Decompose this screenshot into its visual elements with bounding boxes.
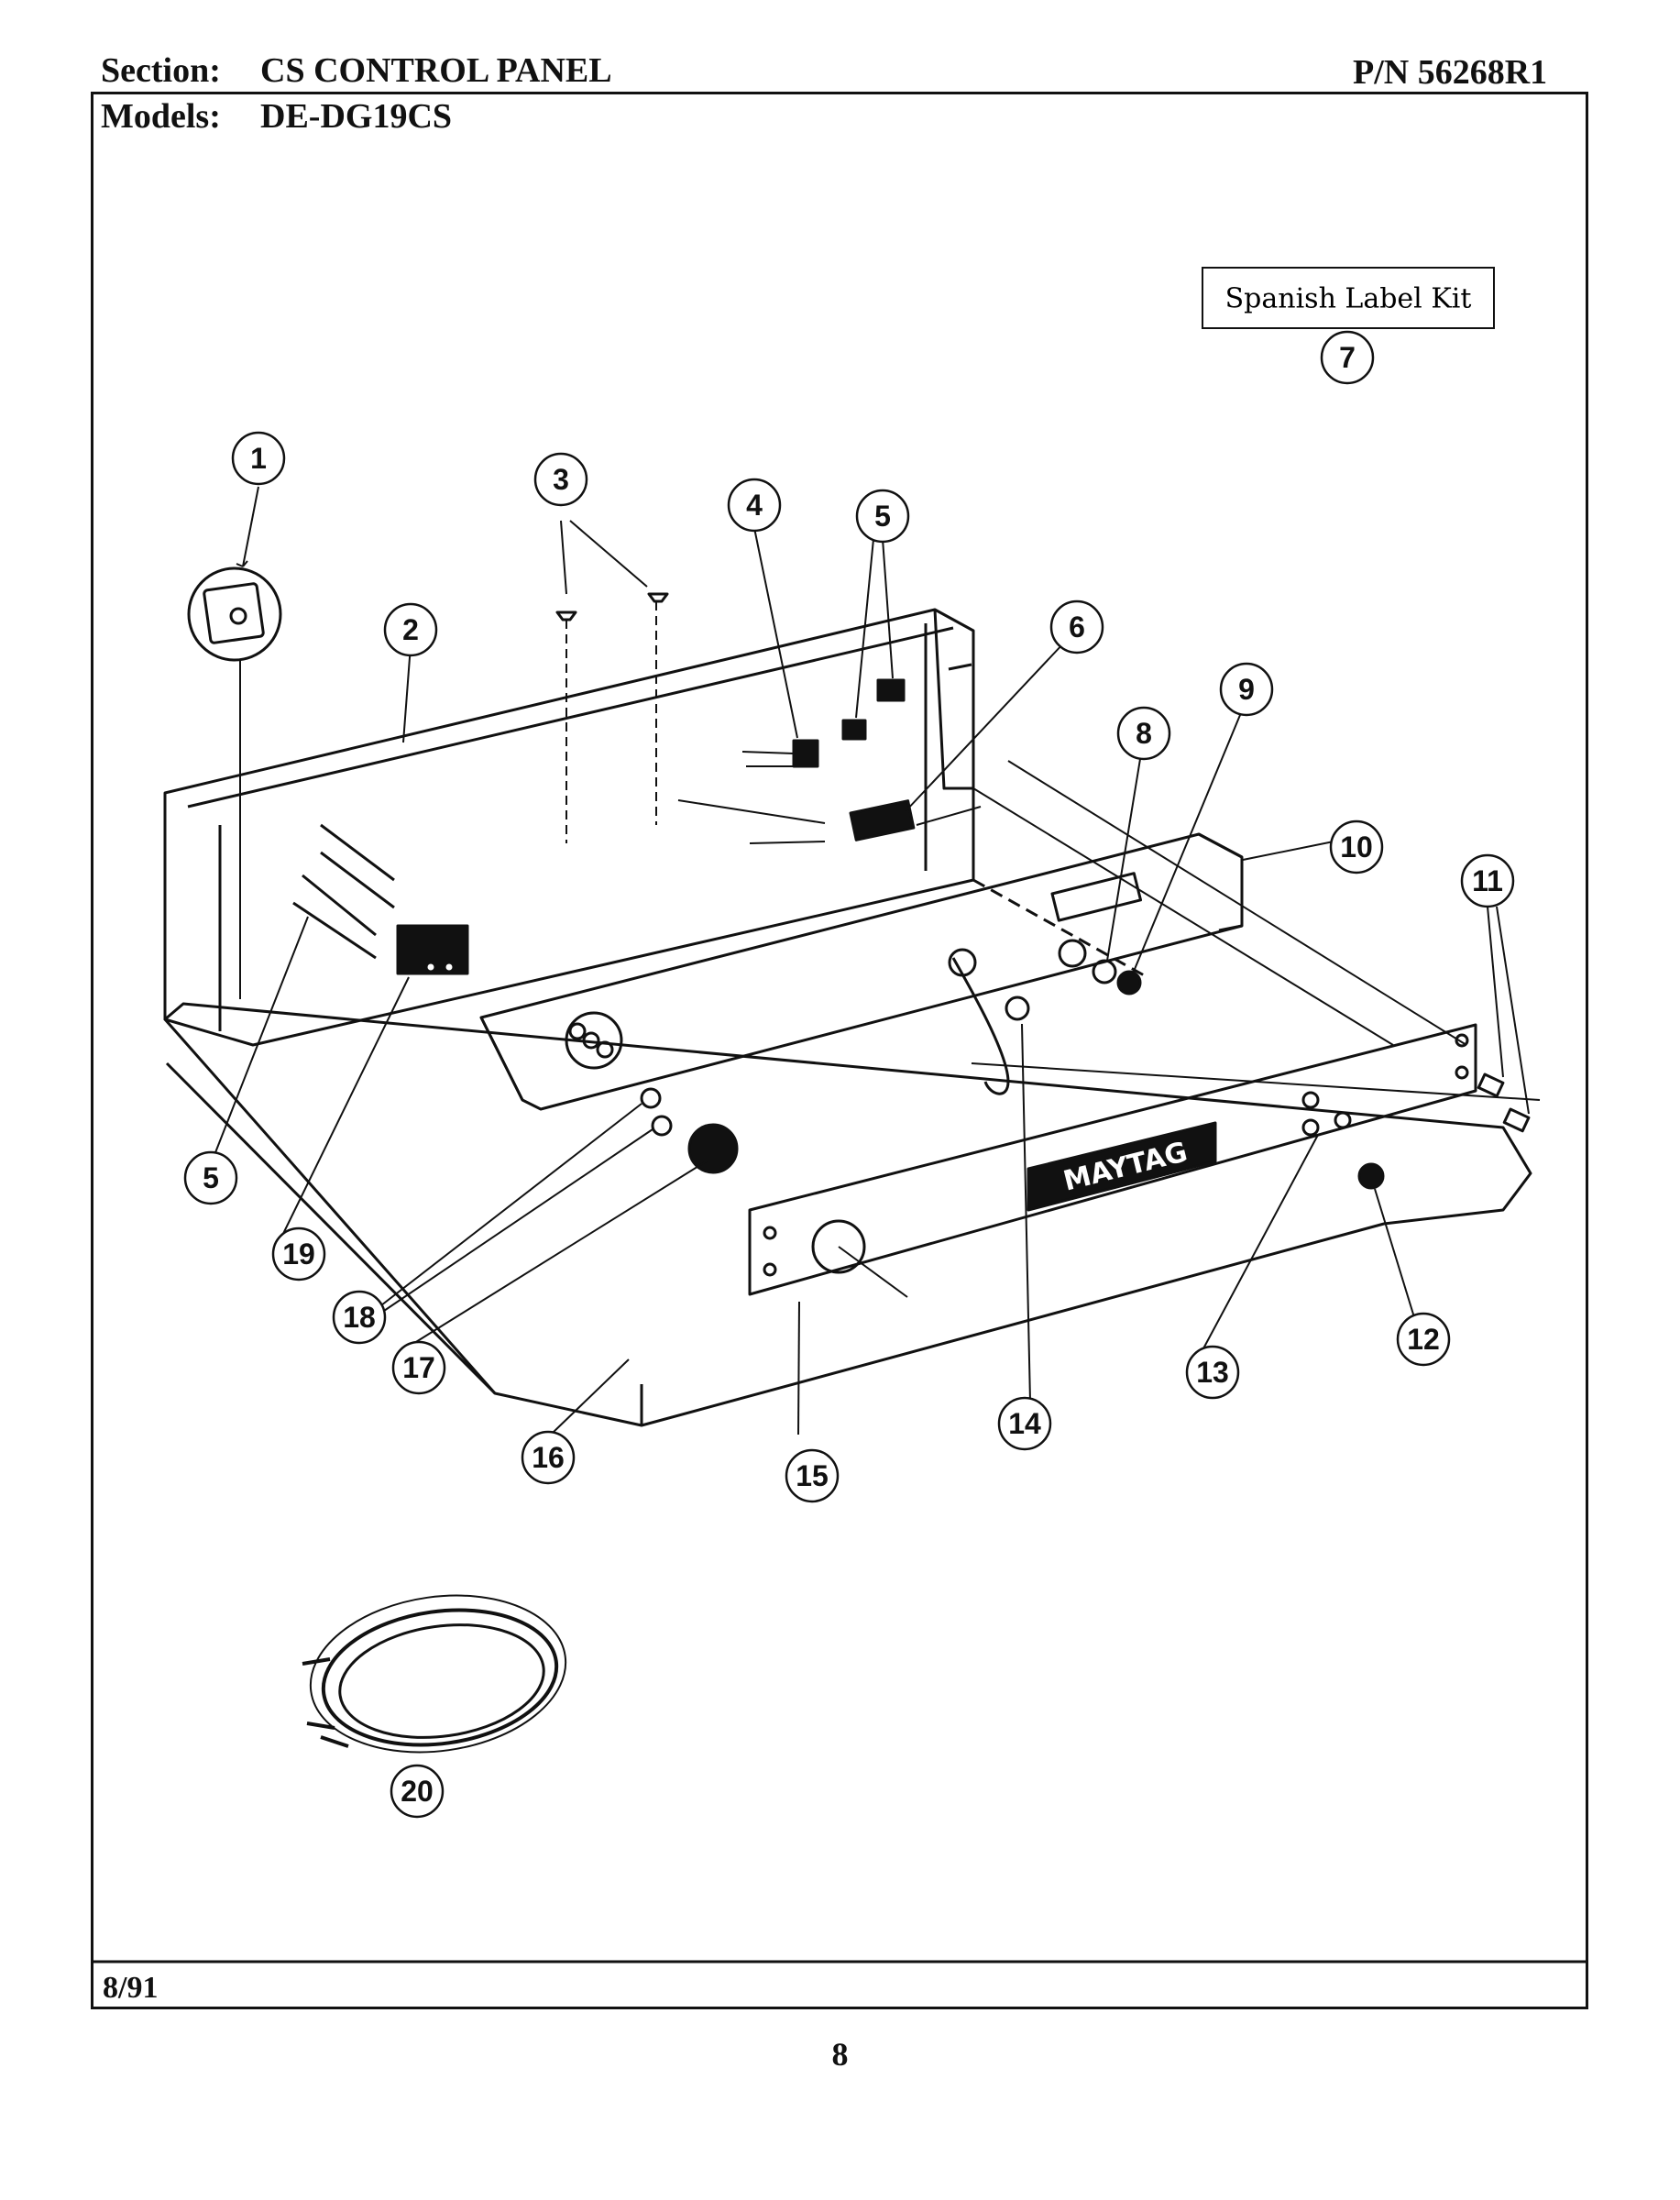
callout-label-12: 12: [1407, 1323, 1440, 1356]
part-number: P/N 56268R1: [1353, 53, 1548, 92]
callout-5-bottom: 5: [183, 1150, 238, 1205]
callout-label-5-bottom: 5: [203, 1161, 219, 1194]
callout-label-15: 15: [796, 1459, 829, 1492]
front-panel: [748, 1023, 1477, 1296]
page-number: 8: [831, 2036, 849, 2073]
callout-14: 14: [997, 1396, 1052, 1451]
wire-harness: [321, 1608, 559, 1747]
callout-label-7: 7: [1339, 341, 1356, 374]
callout-2: 2: [383, 602, 438, 657]
control-panel-line-art: [163, 566, 1541, 1754]
callout-label-14: 14: [1008, 1407, 1041, 1440]
callout-1: 1: [231, 431, 286, 486]
spanish-label-kit-label: Spanish Label Kit: [1225, 283, 1472, 315]
callout-4: 4: [727, 478, 782, 533]
diagram-frame: [91, 92, 1588, 2009]
callout-bubbles: 1 2 3 4 5 6 7 8 9 10 11 12 13 14 15 16 1…: [183, 330, 1515, 1819]
top-cover: [163, 1002, 1532, 1427]
models-value: DE-DG19CS: [260, 97, 453, 136]
callout-label-20: 20: [401, 1775, 434, 1808]
callout-label-3: 3: [553, 463, 569, 496]
callout-3: 3: [533, 452, 588, 507]
callout-19: 19: [271, 1226, 326, 1282]
callout-11: 11: [1460, 853, 1515, 908]
control-knob: [687, 1123, 739, 1174]
models-label: Models:: [101, 97, 221, 136]
callout-13: 13: [1185, 1345, 1240, 1400]
callout-label-9: 9: [1238, 673, 1255, 706]
callout-label-6: 6: [1069, 610, 1085, 644]
callout-15: 15: [785, 1448, 840, 1503]
callout-label-10: 10: [1340, 830, 1373, 864]
callout-17: 17: [391, 1340, 446, 1395]
callout-label-18: 18: [343, 1301, 376, 1334]
callout-18: 18: [332, 1290, 387, 1345]
revision-date: 8/91: [103, 1971, 159, 2005]
callout-9: 9: [1219, 662, 1274, 717]
callout-16: 16: [521, 1430, 576, 1485]
callout-label-13: 13: [1196, 1356, 1229, 1389]
callout-label-2: 2: [402, 613, 419, 646]
callout-label-5-top: 5: [874, 500, 891, 533]
callout-10: 10: [1329, 820, 1384, 874]
callout-label-11: 11: [1472, 864, 1503, 897]
callout-label-17: 17: [402, 1351, 435, 1384]
maytag-nameplate: [1027, 1121, 1217, 1212]
callout-5-top: 5: [855, 489, 910, 544]
callout-label-19: 19: [282, 1238, 315, 1270]
callout-label-8: 8: [1136, 717, 1152, 750]
callout-20: 20: [390, 1764, 445, 1819]
callout-12: 12: [1396, 1312, 1451, 1367]
section-title: CS CONTROL PANEL: [260, 51, 612, 90]
console-back: [163, 608, 975, 1047]
spanish-label-kit-box: [1202, 267, 1495, 329]
section-label: Section:: [101, 51, 221, 90]
leader-lines: [212, 486, 1530, 1436]
callout-label-4: 4: [746, 489, 763, 522]
callout-label-16: 16: [532, 1441, 565, 1474]
callout-6: 6: [1049, 600, 1104, 654]
callout-7: 7: [1320, 330, 1375, 385]
callout-label-1: 1: [250, 442, 267, 475]
callout-8: 8: [1116, 706, 1171, 761]
